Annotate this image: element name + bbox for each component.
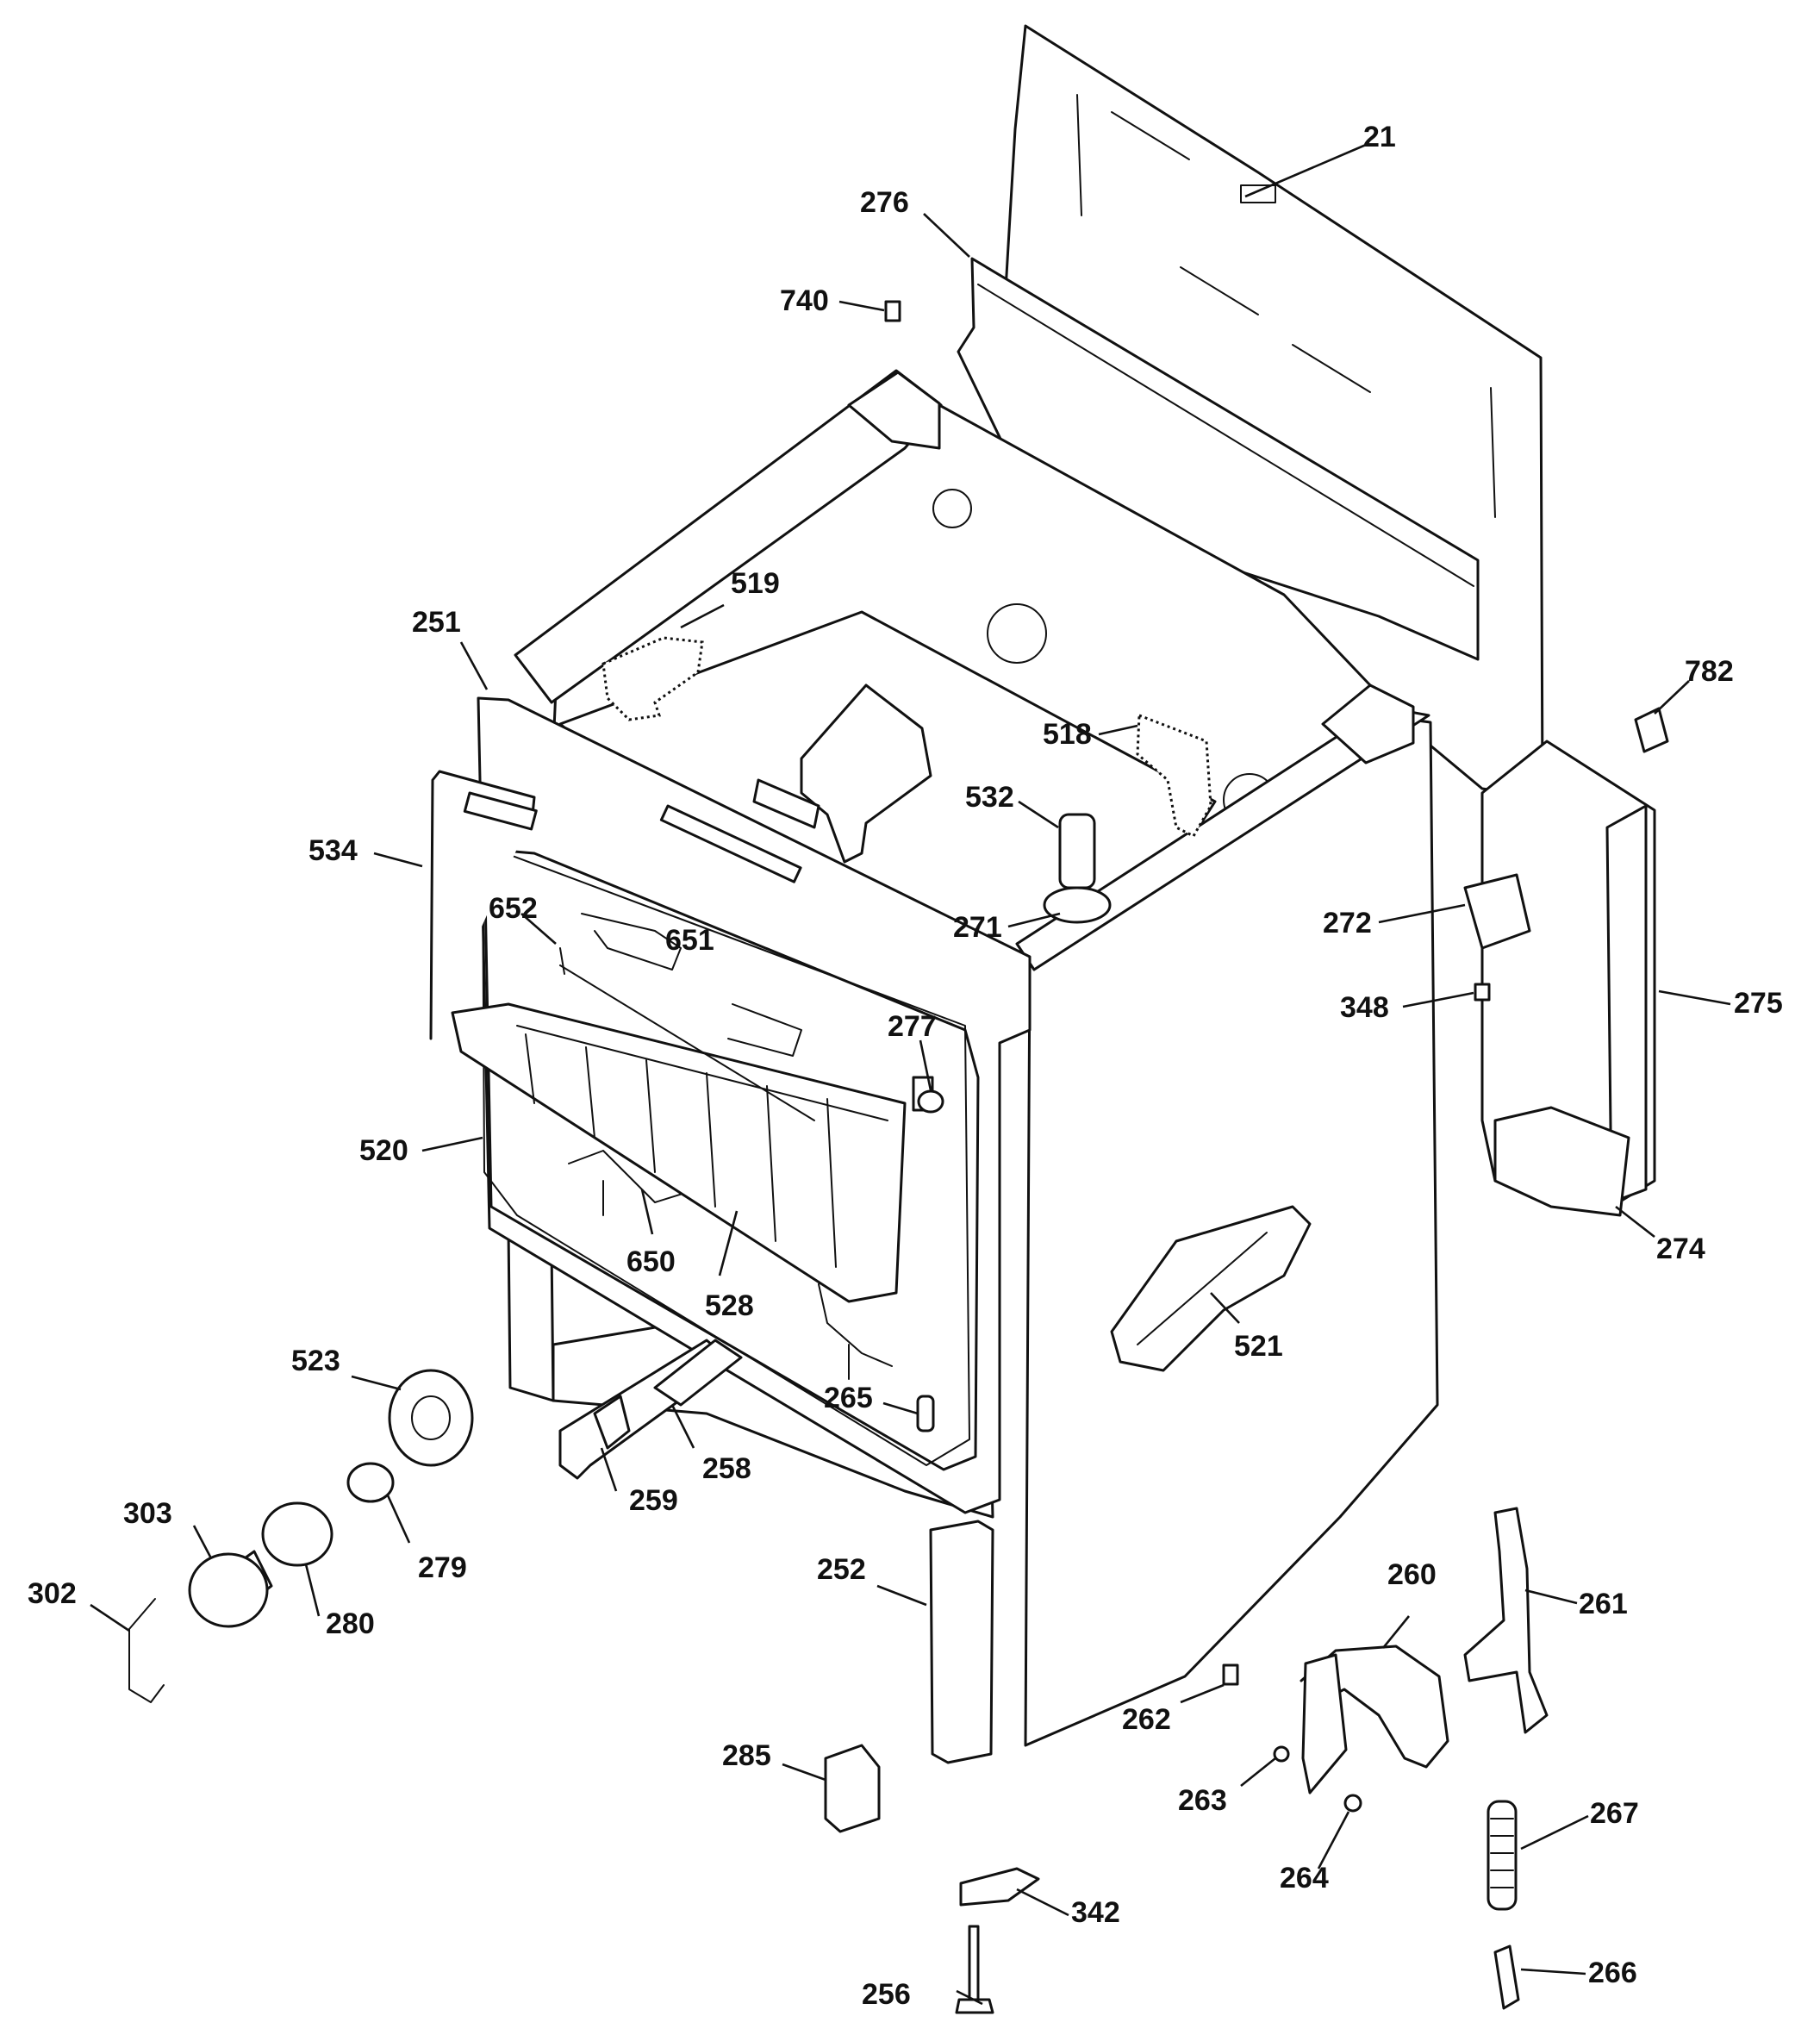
label-782: 782 xyxy=(1685,655,1734,688)
label-256: 256 xyxy=(862,1978,911,2011)
label-652: 652 xyxy=(489,892,538,925)
label-303: 303 xyxy=(123,1497,172,1530)
label-532: 532 xyxy=(965,781,1014,814)
label-265: 265 xyxy=(824,1382,873,1414)
label-274: 274 xyxy=(1656,1233,1705,1265)
insulation-pieces xyxy=(601,636,1212,838)
label-342: 342 xyxy=(1071,1896,1120,1929)
label-275: 275 xyxy=(1734,987,1783,1020)
label-277: 277 xyxy=(888,1010,937,1043)
label-260: 260 xyxy=(1387,1558,1437,1591)
label-258: 258 xyxy=(702,1452,751,1485)
label-21: 21 xyxy=(1363,121,1396,153)
label-651: 651 xyxy=(665,924,714,957)
electrical-box xyxy=(1463,707,1669,1217)
leader-lines xyxy=(90,143,1731,2006)
label-271: 271 xyxy=(953,911,1002,944)
label-279: 279 xyxy=(418,1551,467,1584)
label-264: 264 xyxy=(1280,1862,1329,1894)
oven-rack xyxy=(451,947,907,1303)
label-519: 519 xyxy=(731,567,780,600)
door-gasket xyxy=(429,770,538,1040)
part-number-labels: 21 276 740 519 251 782 518 534 532 652 6… xyxy=(28,121,1783,2011)
bottom-hardware xyxy=(824,1089,1549,2014)
label-650: 650 xyxy=(626,1245,676,1278)
label-266: 266 xyxy=(1588,1957,1637,1989)
label-267: 267 xyxy=(1590,1797,1639,1830)
label-285: 285 xyxy=(722,1739,771,1772)
drawer-slides xyxy=(558,1339,743,1480)
label-534: 534 xyxy=(309,834,358,867)
label-348: 348 xyxy=(1340,991,1389,1024)
label-272: 272 xyxy=(1323,907,1372,939)
label-518: 518 xyxy=(1043,718,1092,751)
label-276: 276 xyxy=(860,186,909,219)
label-280: 280 xyxy=(326,1607,375,1640)
label-259: 259 xyxy=(629,1484,678,1517)
label-263: 263 xyxy=(1178,1784,1227,1817)
label-523: 523 xyxy=(291,1345,340,1377)
label-252: 252 xyxy=(817,1553,866,1586)
label-261: 261 xyxy=(1579,1588,1628,1620)
label-251: 251 xyxy=(412,606,461,639)
label-740: 740 xyxy=(780,284,829,317)
label-521: 521 xyxy=(1234,1330,1283,1363)
label-262: 262 xyxy=(1122,1703,1171,1736)
oven-light-assembly xyxy=(128,1369,474,1703)
label-302: 302 xyxy=(28,1577,77,1610)
label-528: 528 xyxy=(705,1289,754,1322)
label-520: 520 xyxy=(359,1134,408,1167)
